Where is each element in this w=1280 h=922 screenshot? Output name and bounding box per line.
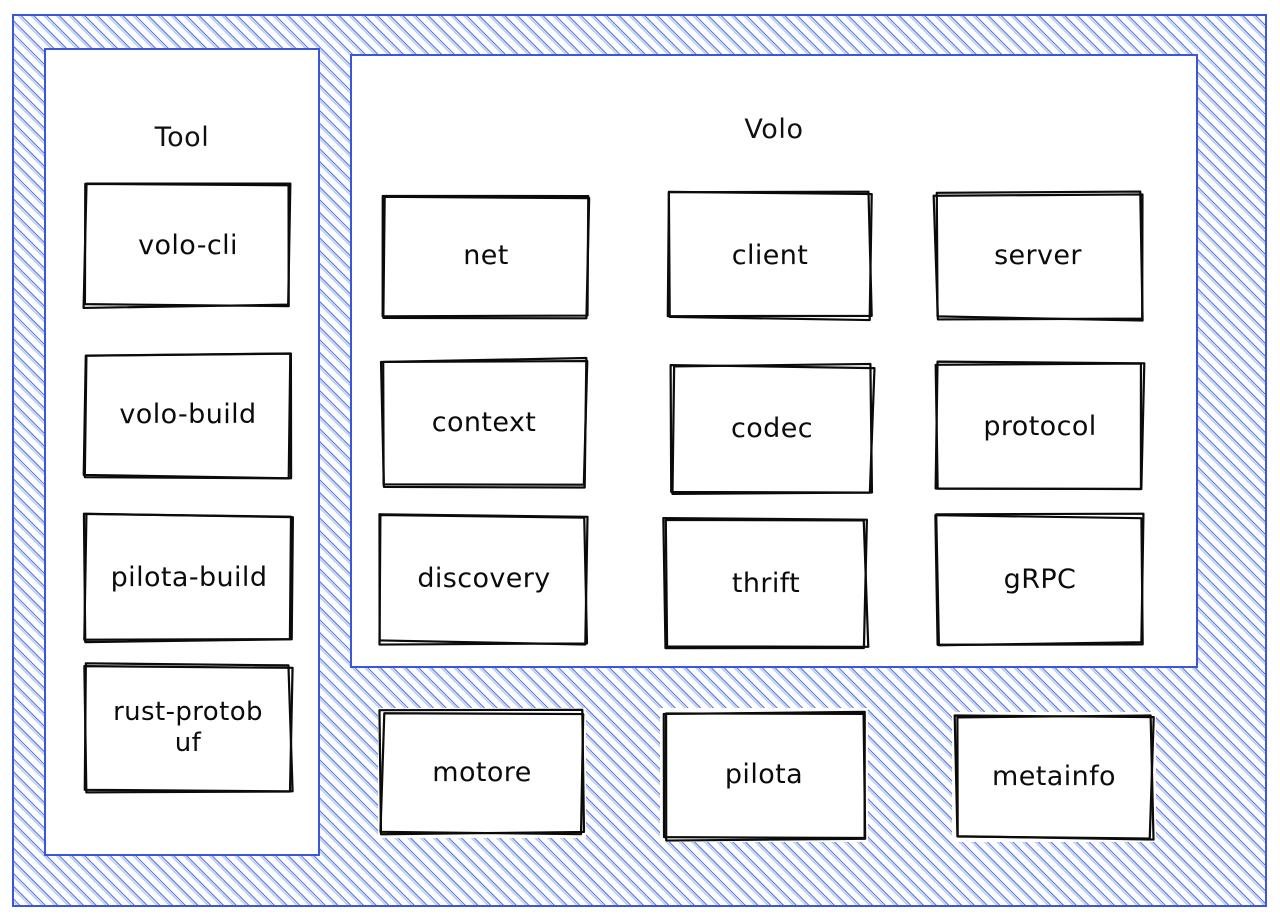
node-label: codec [731,413,813,445]
node-box-codec[interactable]: codec [668,362,876,496]
node-label: rust-protob uf [113,697,263,758]
panel-title-tool: Tool [154,122,210,153]
node-box-pilota-build[interactable]: pilota-build [82,512,296,644]
node-box-motore[interactable]: motore [378,708,586,838]
node-box-server[interactable]: server [932,190,1144,322]
node-label: context [431,407,537,439]
node-label: gRPC [1003,564,1077,596]
node-label: net [463,240,509,272]
node-box-volo-build[interactable]: volo-build [82,350,294,480]
node-label: pilota [724,759,804,791]
node-box-net[interactable]: net [380,192,592,320]
node-label: motore [432,757,532,789]
node-box-protocol[interactable]: protocol [934,360,1146,494]
node-label: volo-build [119,399,257,431]
node-box-context[interactable]: context [378,356,590,490]
node-label: pilota-build [110,562,268,594]
node-box-metainfo[interactable]: metainfo [952,712,1156,842]
node-label: client [731,240,809,272]
panel-title-volo: Volo [744,114,804,145]
node-label: server [994,240,1082,272]
node-box-volo-cli[interactable]: volo-cli [82,182,294,310]
node-box-discovery[interactable]: discovery [378,512,590,646]
node-label: metainfo [992,761,1116,793]
node-box-client[interactable]: client [666,190,874,322]
node-label: thrift [731,568,801,600]
node-label: volo-cli [138,230,238,262]
node-box-thrift[interactable]: thrift [662,516,870,652]
node-label: protocol [983,411,1097,443]
node-box-rust-protobuf[interactable]: rust-protob uf [82,662,294,794]
node-label: discovery [417,563,551,595]
node-box-pilota[interactable]: pilota [660,708,868,842]
node-box-grpc[interactable]: gRPC [934,512,1146,648]
